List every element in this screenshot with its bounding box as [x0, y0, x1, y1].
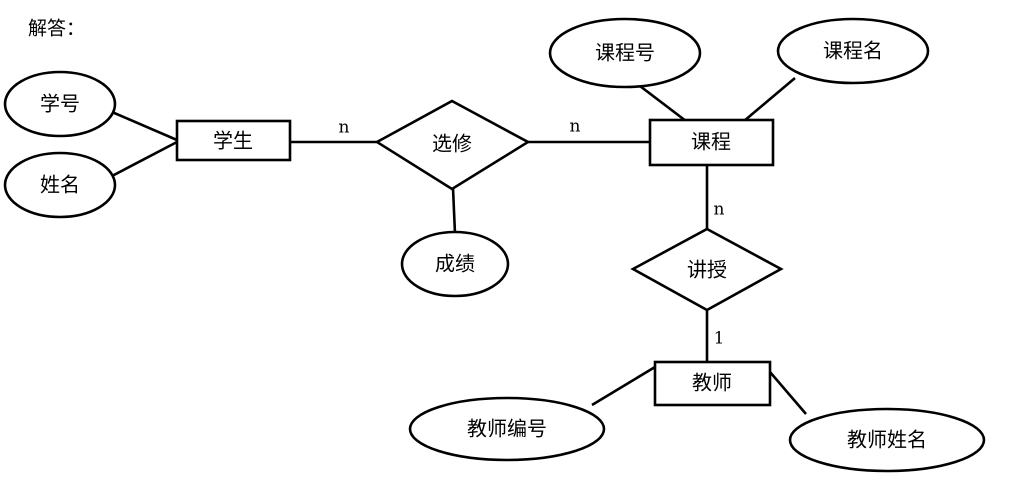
connector-student-name: [111, 140, 178, 178]
relationship-enroll[interactable]: 选修: [374, 99, 531, 191]
attribute-course-name[interactable]: 课程名: [776, 17, 930, 85]
cardinality-teach-teacher: 1: [714, 329, 725, 349]
rect-shape: [175, 119, 292, 162]
relationship-label: 选修: [432, 132, 472, 156]
entity-label: 课程: [691, 130, 731, 154]
attribute-label: 教师编号: [467, 417, 547, 441]
ellipse-shape: [400, 230, 510, 298]
entity-student[interactable]: 学生: [175, 119, 292, 162]
attribute-score[interactable]: 成绩: [400, 230, 510, 298]
entity-course[interactable]: 课程: [648, 118, 775, 167]
attribute-label: 姓名: [40, 173, 80, 197]
attribute-label: 课程名: [823, 39, 883, 63]
connector-teacher-name: [769, 371, 807, 415]
relationship-teach[interactable]: 讲授: [630, 227, 784, 312]
diamond-shape: [630, 227, 784, 312]
diamond-shape: [374, 99, 531, 191]
ellipse-shape: [408, 396, 606, 462]
cardinality-student-enroll: n: [339, 118, 350, 138]
attribute-label: 成绩: [435, 252, 475, 276]
cardinality-enroll-course: n: [570, 117, 581, 137]
ellipse-shape: [776, 17, 930, 85]
connector-student-id: [111, 110, 178, 142]
connector-course-name: [743, 77, 796, 122]
attribute-teacher-name[interactable]: 教师姓名: [788, 407, 986, 473]
ellipse-shape: [3, 70, 117, 138]
ellipse-shape: [548, 17, 702, 89]
attribute-teacher-no[interactable]: 教师编号: [408, 396, 606, 462]
attribute-student-name[interactable]: 姓名: [3, 151, 117, 219]
attribute-label: 课程号: [595, 41, 655, 65]
relationship-label: 讲授: [687, 258, 727, 282]
ellipse-shape: [3, 151, 117, 219]
attribute-label: 学号: [40, 92, 80, 116]
entity-teacher[interactable]: 教师: [653, 360, 772, 407]
ellipse-shape: [788, 407, 986, 473]
connector-teacher-no: [591, 365, 656, 407]
cardinality-course-teach: n: [714, 200, 725, 220]
page-heading: 解答：: [28, 18, 85, 40]
rect-shape: [648, 118, 775, 167]
attribute-label: 教师姓名: [847, 428, 927, 452]
attribute-student-id[interactable]: 学号: [3, 70, 117, 138]
attribute-course-no[interactable]: 课程号: [548, 17, 702, 89]
connector-enroll-score: [451, 187, 457, 235]
entity-label: 教师: [692, 371, 732, 395]
rect-shape: [653, 360, 772, 407]
entity-label: 学生: [213, 129, 253, 153]
